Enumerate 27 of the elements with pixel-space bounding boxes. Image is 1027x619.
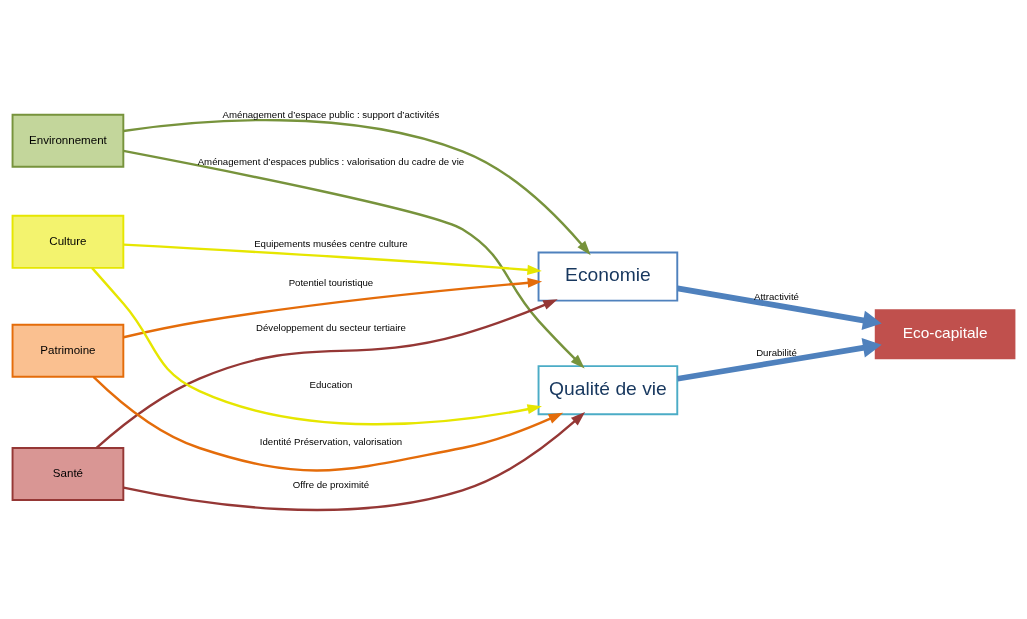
node-box: Culture	[11, 214, 125, 269]
arrow	[91, 266, 542, 425]
edge-label: Offre de proximité	[292, 478, 370, 489]
edge-label: Attractivité	[754, 290, 799, 302]
edge-label: Identité Préservation, valorisation	[259, 435, 403, 447]
edge-label: Aménagement d’espaces publics : valorisation du cadre de vie	[197, 155, 465, 167]
edge-label: Développement du secteur tertiaire	[256, 321, 406, 333]
node-box: Economie	[537, 250, 679, 302]
arrow	[95, 298, 558, 449]
arrow	[123, 149, 585, 369]
edge-label: Equipements musées centre culture	[254, 237, 408, 249]
node-box: Eco-capitale	[874, 308, 1016, 359]
arrow	[677, 285, 882, 330]
node-box: Qualité de vie	[537, 364, 679, 415]
node-box: Santé	[11, 446, 125, 501]
arrow	[92, 375, 564, 472]
edge-label: Potentiel touristique	[288, 276, 374, 288]
node-box: Patrimoine	[11, 323, 125, 378]
arrow	[123, 277, 543, 338]
edge-label: Education	[309, 378, 353, 390]
edge-label: Aménagement d’espace public : support d’activités	[222, 108, 440, 120]
arrow	[123, 411, 586, 511]
edge-label: Durabilité	[756, 346, 797, 358]
arrow	[677, 337, 882, 382]
arrow	[123, 242, 542, 275]
node-box: Environnement	[11, 113, 125, 168]
arrow	[123, 118, 591, 255]
